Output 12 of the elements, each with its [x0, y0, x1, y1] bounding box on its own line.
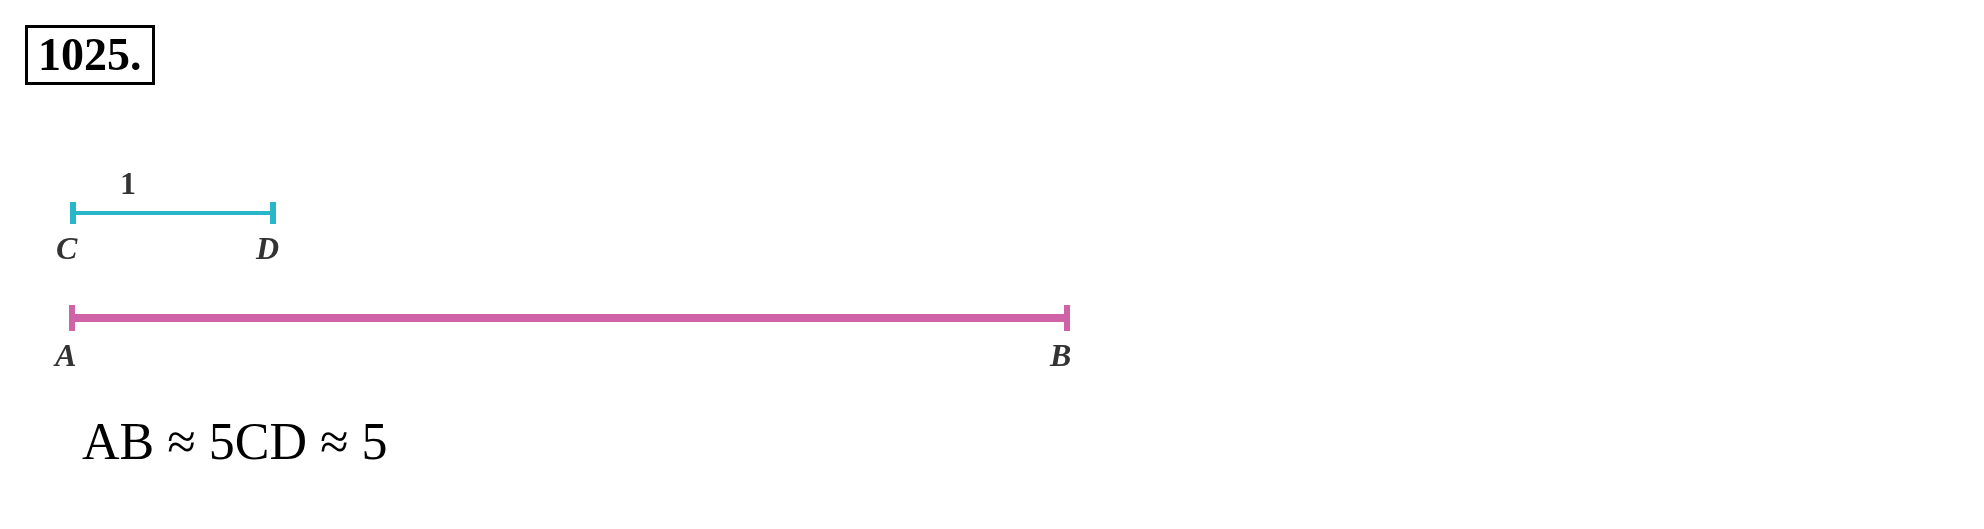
edge-label: 1: [120, 165, 136, 201]
problem-number: 1025.: [25, 25, 155, 85]
point-label: B: [1050, 337, 1072, 373]
formula-text: AB ≈ 5CD ≈ 5: [82, 412, 388, 472]
endpoint-tick: [1064, 305, 1070, 331]
line-segment: [76, 211, 270, 215]
endpoint-tick: [70, 202, 76, 224]
endpoint-tick: [69, 305, 75, 331]
endpoint-tick: [270, 202, 276, 224]
point-label: C: [56, 230, 78, 266]
point-label: D: [256, 230, 280, 266]
point-label: A: [55, 337, 77, 373]
